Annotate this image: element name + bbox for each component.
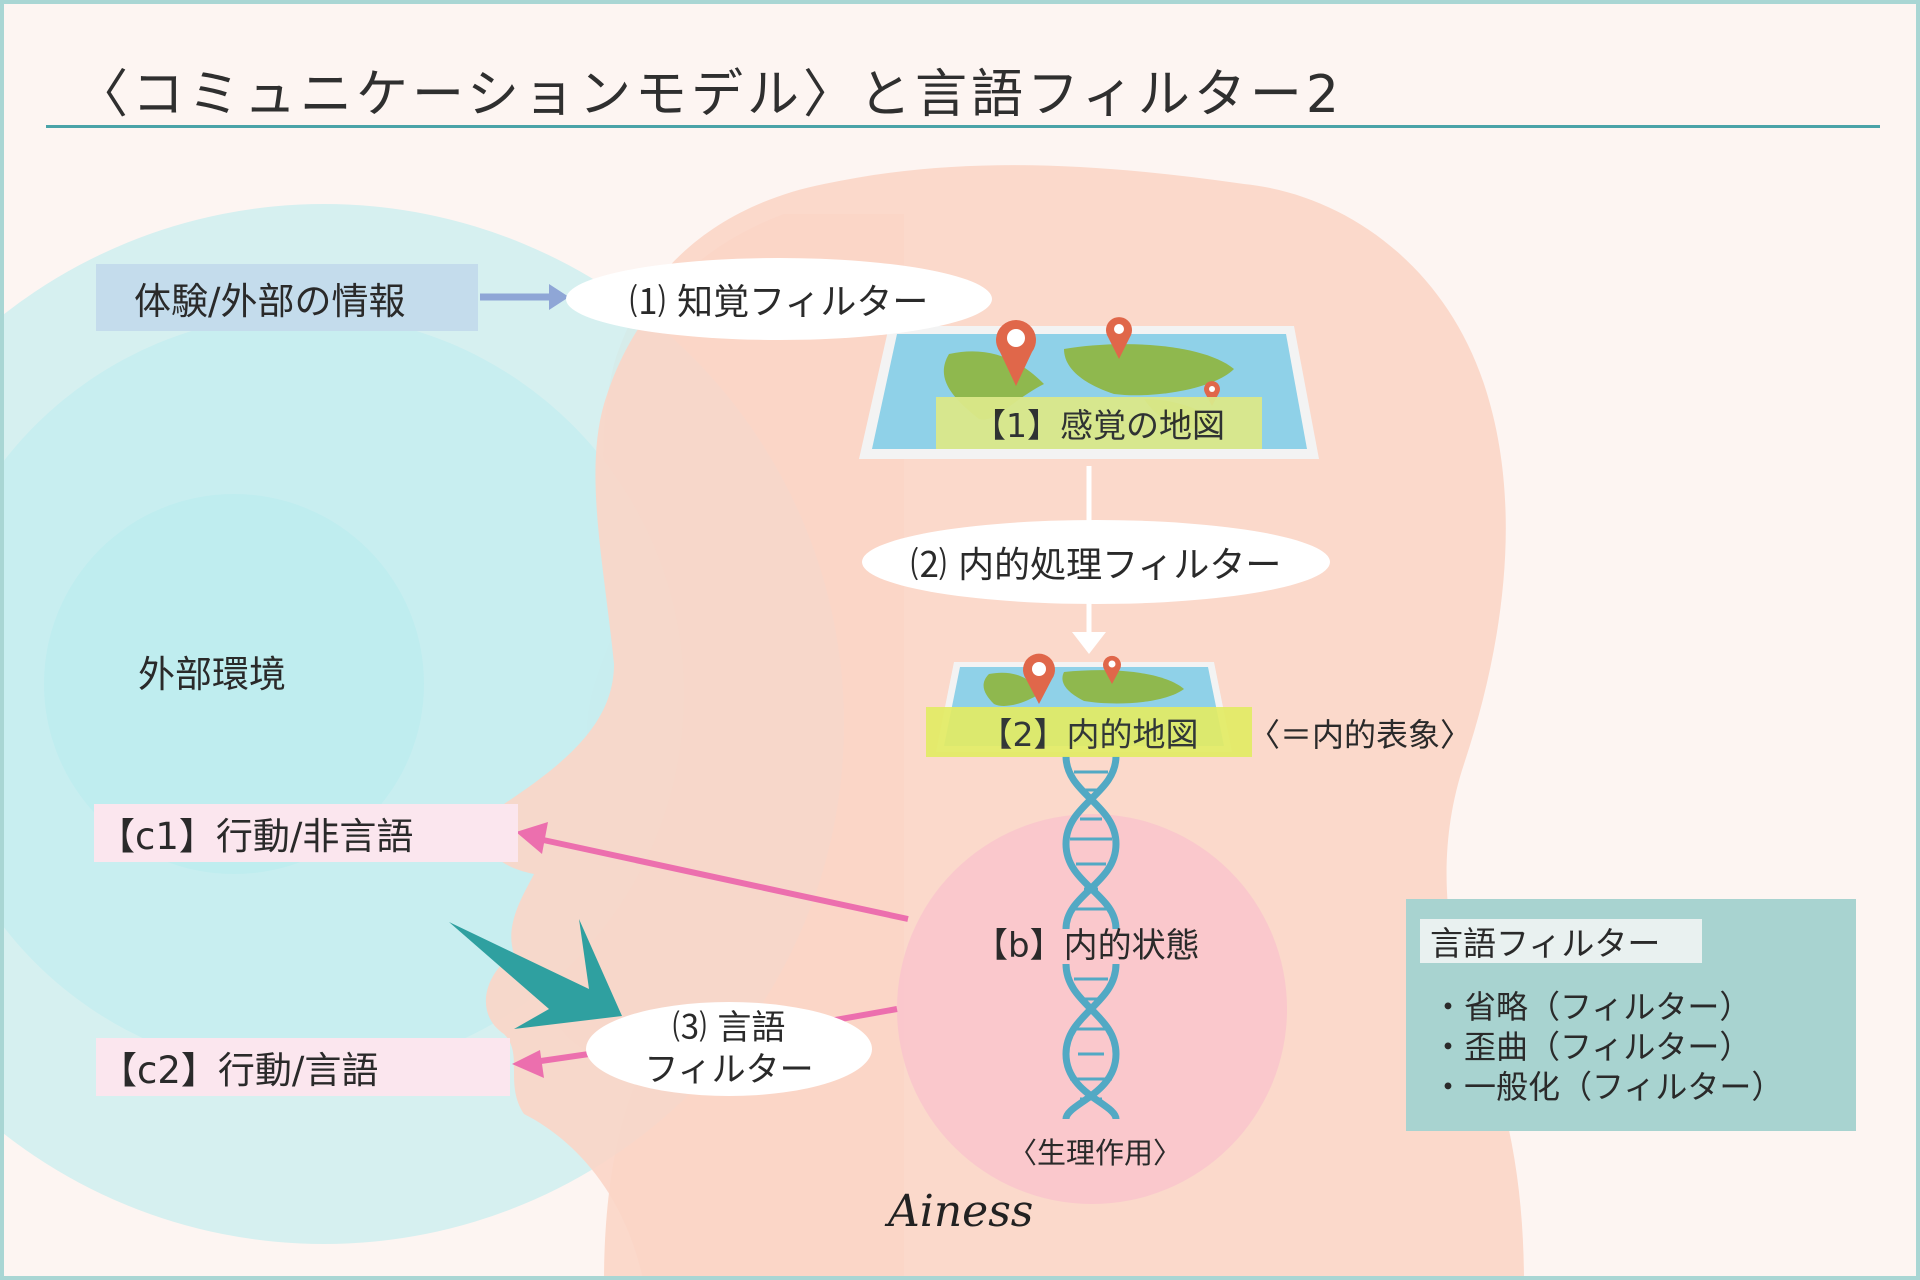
dna-rungs-lower	[1070, 977, 1112, 1101]
dna-helix-upper	[1062, 755, 1120, 930]
big-teal-arrow	[449, 919, 622, 1029]
dna-rungs-upper	[1070, 770, 1112, 911]
verbal-arrow-head	[512, 1050, 544, 1078]
verbal-arrow-line-b	[533, 1051, 590, 1065]
nonverbal-behavior-box: 【c1】行動/非言語	[94, 804, 518, 862]
language-filter-item-generalization: ・一般化（フィルター）	[1432, 1068, 1784, 1106]
experience-box: 体験/外部の情報	[96, 264, 478, 331]
outer-environment-label: 外部環境	[138, 653, 286, 696]
language-filter-node-line2: フィルター	[644, 1050, 814, 1090]
signature-logo: Ainess	[888, 1186, 1034, 1237]
sensory-map-label-box: 【1】感覚の地図	[936, 397, 1262, 449]
internal-map-label-box: 【2】内的地図	[926, 707, 1252, 757]
internal-map-label: 【2】内的地図	[979, 715, 1199, 754]
verbal-behavior-box: 【c2】行動/言語	[96, 1038, 510, 1096]
input-arrow-head	[549, 284, 569, 310]
language-filter-list: ・省略（フィルター） ・歪曲（フィルター） ・一般化（フィルター）	[1432, 987, 1783, 1107]
nonverbal-behavior-label: 【c1】行動/非言語	[98, 815, 414, 858]
language-filter-panel: 言語フィルター ・省略（フィルター） ・歪曲（フィルター） ・一般化（フィルター…	[1406, 899, 1856, 1131]
nonverbal-arrow-line	[533, 835, 909, 922]
language-filter-item-deletion: ・省略（フィルター）	[1432, 988, 1752, 1026]
nonverbal-arrow-head	[516, 822, 548, 854]
title-rule	[46, 125, 1880, 128]
sensory-map-label: 【1】感覚の地図	[973, 406, 1225, 445]
map2-pin-large	[1023, 653, 1055, 704]
verbal-behavior-label: 【c2】行動/言語	[100, 1049, 379, 1092]
map1-pin-mid	[1106, 317, 1132, 359]
language-filter-node-line1: ⑶ 言語	[672, 1008, 786, 1048]
internal-processing-filter: ⑵ 内的処理フィルター	[862, 520, 1330, 604]
language-filter-item-distortion: ・歪曲（フィルター）	[1432, 1028, 1752, 1066]
page-title: 〈コミュニケーションモデル〉と言語フィルター2	[76, 65, 1344, 125]
map2-pin-mid	[1103, 655, 1121, 684]
map1-pin-large	[996, 320, 1036, 386]
inner-state-label: 【b】内的状態	[974, 926, 1200, 966]
internal-processing-filter-label: ⑵ 内的処理フィルター	[910, 545, 1282, 586]
outer-bubble-small	[44, 494, 424, 874]
language-filter-node: ⑶ 言語 フィルター	[586, 1002, 872, 1096]
process-arrow-head	[1072, 632, 1106, 654]
internal-representation-note: 〈＝内的表象〉	[1248, 716, 1473, 754]
perception-filter-label: ⑴ 知覚フィルター	[629, 282, 929, 323]
perception-filter: ⑴ 知覚フィルター	[566, 258, 992, 340]
experience-label: 体験/外部の情報	[134, 279, 406, 323]
physiology-label: 〈生理作用〉	[1008, 1136, 1183, 1170]
dna-helix-lower	[1062, 963, 1120, 1120]
language-filter-panel-title: 言語フィルター	[1420, 919, 1702, 963]
map1-pin-small	[1204, 381, 1220, 406]
